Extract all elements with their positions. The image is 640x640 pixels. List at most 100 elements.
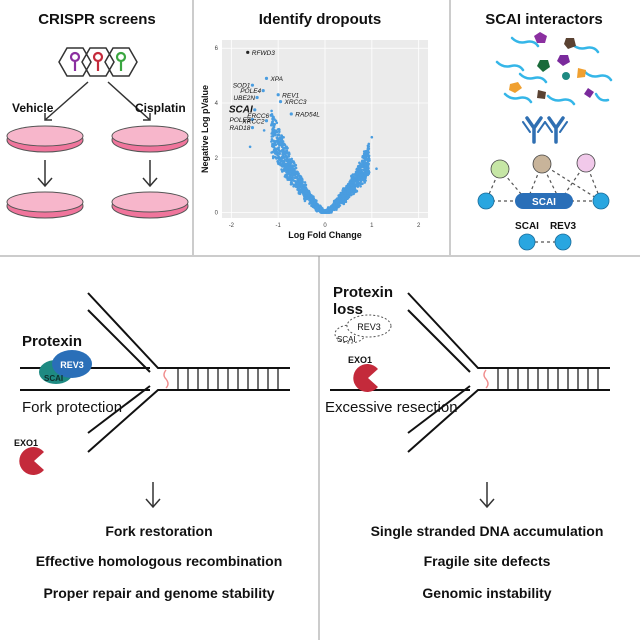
interactor-node-tan	[532, 154, 552, 174]
data-point	[293, 164, 297, 168]
data-point	[288, 158, 292, 162]
data-point	[290, 167, 294, 170]
data-point	[324, 209, 328, 213]
data-point	[334, 199, 338, 202]
data-point	[285, 175, 289, 179]
data-point	[287, 154, 290, 158]
data-point	[368, 159, 371, 162]
data-point	[328, 207, 332, 211]
y-tick-label: 4	[215, 101, 219, 107]
data-point	[283, 169, 287, 172]
down-arrows	[37, 160, 158, 188]
data-point	[299, 189, 303, 193]
data-point	[285, 171, 288, 174]
data-point	[361, 165, 364, 169]
break-mark-left	[163, 369, 169, 389]
data-point	[370, 135, 374, 139]
pair-label-rev3: REV3	[550, 221, 577, 232]
data-point	[283, 155, 286, 159]
data-point	[296, 177, 299, 181]
data-point	[273, 152, 277, 155]
gene-label-rev1: REV1	[282, 92, 299, 99]
gene-label-xpa: XPA	[269, 76, 283, 83]
data-point	[274, 140, 278, 143]
data-point	[353, 188, 357, 191]
exo1-label-right: EXO1	[348, 355, 372, 365]
petri-dish-cisplatin-1	[111, 125, 189, 153]
scai-hub-node	[515, 193, 573, 209]
data-point	[321, 209, 324, 212]
protexin-outcome-3: Proper repair and genome stability	[43, 585, 274, 601]
data-point	[285, 155, 288, 158]
data-point	[262, 129, 266, 132]
gene-label-xrcc2: XRCC2	[241, 118, 264, 125]
interactors-panel: SCAI interactors	[477, 11, 613, 251]
gene-label-sod1: SOD1	[233, 83, 251, 90]
data-point	[273, 133, 277, 137]
data-point	[359, 170, 362, 173]
data-point	[278, 136, 282, 139]
gene-label-rfwd3: RFWD3	[252, 50, 275, 57]
data-point	[276, 161, 280, 164]
data-point	[350, 180, 354, 184]
protexin-panel: Protexin REV3 SCAI Fork protection EXO1 …	[14, 292, 290, 601]
gene-point-rad54l	[289, 112, 293, 116]
data-point	[359, 185, 362, 188]
data-point	[271, 156, 275, 160]
dropouts-panel: Identify dropouts RFWD3XPASOD1POLE4REV1U…	[200, 11, 428, 240]
data-point	[271, 117, 274, 121]
x-axis-label: Log Fold Change	[288, 230, 362, 240]
data-point	[300, 178, 304, 181]
data-point	[314, 205, 318, 208]
gene-point-scai	[253, 108, 257, 112]
data-point	[294, 181, 298, 185]
crispr-panel: CRISPR screens Vehicle Cisplatin	[6, 11, 189, 219]
data-point	[307, 192, 310, 195]
data-point	[335, 201, 339, 204]
data-point	[367, 144, 371, 148]
data-point	[275, 157, 278, 160]
protein-shapes-icon	[509, 32, 594, 99]
data-point	[303, 181, 307, 184]
data-point	[279, 138, 283, 142]
volcano-plot: RFWD3XPASOD1POLE4REV1UBE2NXRCC3SCAIERCC6…	[200, 40, 428, 240]
petri-dish-cisplatin-2	[111, 191, 189, 219]
gene-point-sod1	[250, 83, 255, 87]
data-point	[300, 183, 303, 187]
data-point	[327, 211, 330, 214]
data-point	[283, 158, 287, 161]
dropouts-title: Identify dropouts	[259, 11, 382, 28]
data-point	[279, 143, 282, 147]
protexin-title: Protexin	[22, 333, 82, 350]
data-point	[270, 132, 274, 135]
data-point	[304, 183, 308, 187]
scai-hub-label: SCAI	[532, 197, 556, 208]
cisplatin-label: Cisplatin	[135, 101, 186, 115]
gene-point-rfwd3	[246, 50, 250, 54]
data-point	[355, 172, 359, 175]
gene-label-pole3: POLE3	[229, 117, 250, 124]
y-tick-label: 2	[215, 156, 219, 162]
replication-fork-right	[330, 292, 610, 453]
data-point	[355, 189, 359, 193]
data-point	[339, 195, 342, 198]
gene-point-pole4	[261, 89, 265, 93]
data-point	[278, 159, 281, 162]
data-point	[326, 208, 330, 211]
data-point	[356, 183, 360, 187]
data-point	[347, 187, 351, 190]
data-point	[357, 178, 361, 182]
data-point	[303, 199, 307, 203]
data-point	[286, 146, 289, 150]
data-point	[351, 173, 355, 176]
data-point	[319, 206, 323, 209]
gene-point-xrcc3	[278, 100, 283, 104]
data-point	[336, 197, 340, 200]
exo1-pacman-right	[353, 363, 378, 392]
data-point	[277, 133, 281, 137]
data-point	[358, 173, 362, 177]
fork-protection-label: Fork protection	[22, 399, 122, 416]
data-point	[292, 179, 295, 182]
data-point	[363, 150, 367, 154]
data-point	[364, 173, 367, 176]
